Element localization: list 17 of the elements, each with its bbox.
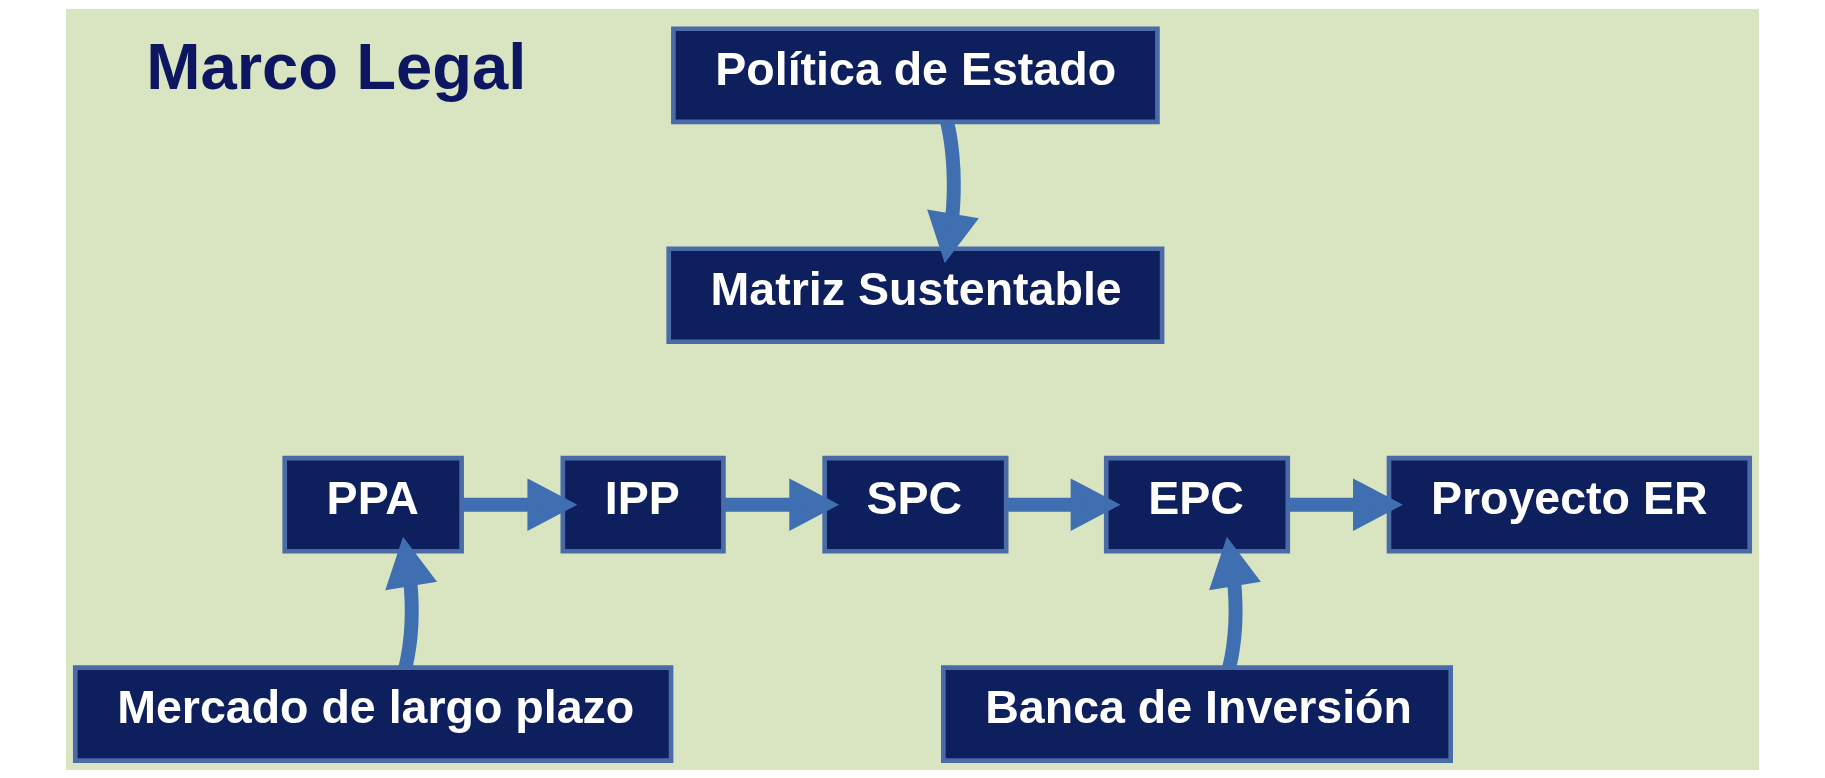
node-box: IPP bbox=[560, 455, 726, 554]
node-box: PPA bbox=[282, 455, 464, 554]
arrow bbox=[723, 478, 840, 531]
arrow bbox=[461, 478, 578, 531]
node-box: Banca de Inversión bbox=[941, 664, 1453, 763]
node-box: Matriz Sustentable bbox=[666, 245, 1165, 344]
node-box: Proyecto ER bbox=[1386, 455, 1753, 554]
label: Marco Legal bbox=[146, 29, 527, 103]
arrow bbox=[1287, 478, 1403, 531]
node-box: Política de Estado bbox=[671, 25, 1160, 124]
node-box: SPC bbox=[822, 455, 1009, 554]
arrow bbox=[385, 536, 437, 669]
arrow bbox=[927, 120, 979, 263]
arrow bbox=[1006, 478, 1121, 531]
node-box: EPC bbox=[1103, 455, 1291, 554]
arrow bbox=[1209, 536, 1261, 669]
node-box: Mercado de largo plazo bbox=[72, 664, 674, 763]
